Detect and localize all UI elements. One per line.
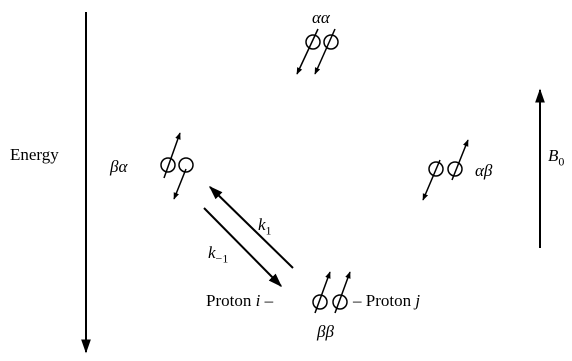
spin-circle bbox=[313, 295, 327, 309]
k1-subscript: 1 bbox=[266, 223, 272, 237]
alpha-alpha-spin-pair bbox=[297, 29, 338, 74]
rate-label-k1: k1 bbox=[258, 216, 272, 236]
proton-i-label: Proton i – bbox=[206, 292, 273, 309]
state-label-beta-alpha: βα bbox=[110, 158, 127, 175]
k-minus-1-subscript: −1 bbox=[216, 251, 229, 265]
alpha-beta-spin-pair bbox=[423, 140, 468, 200]
spin-arrow-down bbox=[315, 29, 335, 74]
beta-beta-spin-pair bbox=[313, 272, 350, 313]
proton-i-prefix: Proton bbox=[206, 291, 256, 310]
state-label-beta-beta: ββ bbox=[317, 323, 334, 340]
proton-i-dash: – bbox=[260, 291, 273, 310]
spin-circle bbox=[333, 295, 347, 309]
spin-circle bbox=[306, 35, 320, 49]
spin-arrow-down bbox=[297, 29, 318, 74]
spin-arrow-up bbox=[335, 272, 350, 313]
k-minus-1-symbol: k bbox=[208, 243, 216, 262]
beta-alpha-spin-pair bbox=[161, 133, 193, 199]
k1-symbol: k bbox=[258, 215, 266, 234]
proton-j-dash: – bbox=[353, 291, 366, 310]
proton-j-var: j bbox=[415, 291, 420, 310]
b0-symbol: B bbox=[548, 146, 558, 165]
b0-subscript: 0 bbox=[558, 154, 564, 168]
spin-arrow-up bbox=[315, 272, 330, 313]
spin-arrow-down bbox=[423, 160, 440, 200]
energy-label: Energy bbox=[10, 146, 59, 163]
proton-j-label: – Proton j bbox=[353, 292, 420, 309]
b0-label: B0 bbox=[548, 147, 564, 167]
state-label-alpha-alpha: αα bbox=[312, 9, 330, 26]
spin-arrow-down bbox=[174, 169, 186, 199]
proton-j-prefix: Proton bbox=[366, 291, 416, 310]
rate-label-k-minus-1: k−1 bbox=[208, 244, 228, 264]
state-label-alpha-beta: αβ bbox=[475, 162, 492, 179]
